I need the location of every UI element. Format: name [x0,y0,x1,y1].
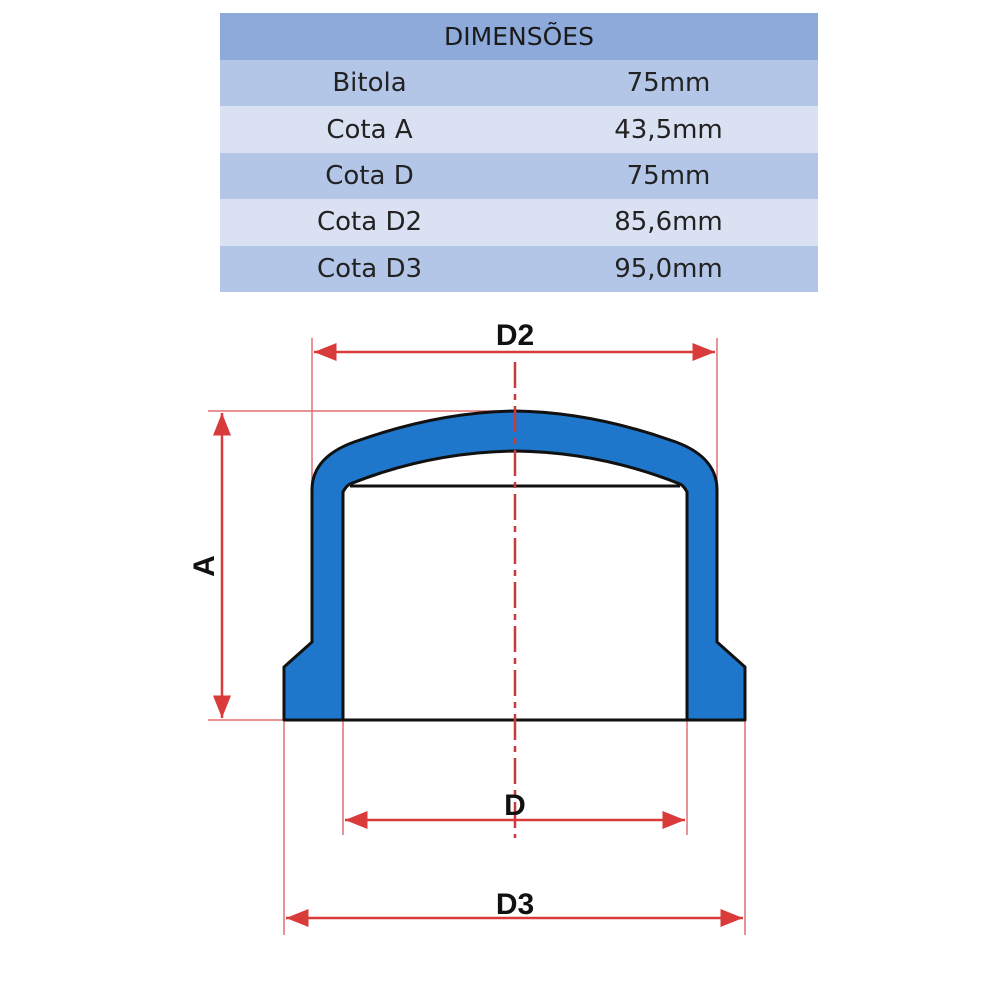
d-label: D [504,789,526,822]
row-label: Cota D [325,160,414,191]
row-value: 75mm [626,68,711,99]
table-body: Bitola 75mm Cota A 43,5mm Cota D 75mm Cota … [220,60,818,292]
table-row: Cota D 75mm [220,152,818,200]
row-value: 75mm [626,160,711,191]
d3-label: D3 [496,888,534,921]
row-label: Cota D2 [316,207,422,238]
table-row: Cota D2 85,6mm [220,199,818,246]
d2-label: D2 [496,319,534,352]
table-row: Cota D3 95,0mm [220,245,818,292]
table-row: Cota A 43,5mm [220,106,818,153]
table-row: Bitola 75mm [220,60,818,107]
row-value: 85,6mm [614,207,723,238]
row-value: 43,5mm [614,114,723,145]
row-label: Bitola [332,68,407,99]
table-title: DIMENSÕES [220,13,818,60]
a-label: A [188,555,221,577]
row-value: 95,0mm [614,253,723,284]
dimensions-table: DIMENSÕES Bitola 75mm Cota A 43,5mm Cota D… [220,13,818,292]
cap-section [282,409,747,722]
row-label: Cota A [326,114,413,145]
extension-lines [208,338,746,935]
row-label: Cota D3 [316,253,422,284]
